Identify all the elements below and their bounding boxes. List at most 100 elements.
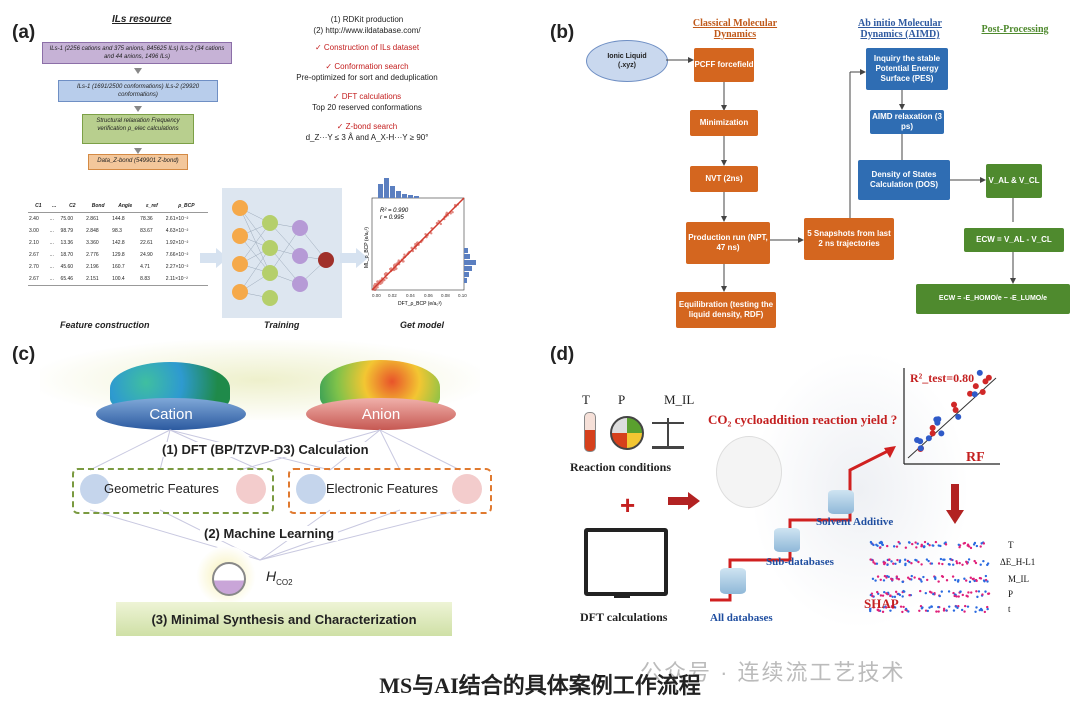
shap-point [922,575,925,579]
step-text: ✓ DFT calculations [332,92,402,101]
shap-feature-label: T [1008,540,1014,550]
post-step-ecw1: ECW = V_AL - V_CL [964,228,1064,252]
shap-point [876,575,880,578]
shap-point [885,576,888,579]
shap-point [957,543,960,546]
nn-node [262,265,278,281]
shap-point [891,578,894,582]
table-cell: 7.66×10⁻² [165,252,189,258]
shap-point [947,563,951,566]
condition-p: P [618,392,626,407]
step3-bar: (3) Minimal Synthesis and Characterizati… [116,602,452,636]
hco2-h: H [266,568,277,584]
table-cell: 2.67 [29,276,39,282]
nn-node [262,240,278,256]
table-cell: 2.70 [29,264,39,270]
md-step-pcff: PCFF forcefield [694,48,754,82]
shap-point [978,608,982,612]
shap-point [954,605,958,608]
shap-point [965,560,968,564]
shap-point [983,610,987,614]
step-text: Top 20 reserved conformations [312,103,422,112]
panel-c: (c) Cation Anion (1) DFT (BP/TZVP-D3) Ca… [0,340,520,640]
table-header: C1 [35,203,42,209]
shap-point [889,609,892,612]
shap-point [917,560,920,564]
shap-point [919,589,922,593]
r2-label: R² = 0.990 [380,208,409,214]
x-tick-label: 0.10 [458,293,467,298]
shap-point [958,546,961,549]
aimd-step-dos: Density of States Calculation (DOS) [858,160,950,200]
shap-feature-label: M_IL [1008,574,1029,584]
table-cell: 22.61 [140,240,153,246]
shap-point [944,543,948,546]
nn-node [232,200,248,216]
shap-point [970,591,973,594]
rf-point [938,430,945,437]
shap-point [910,562,913,565]
x-tick-label: 0.00 [372,293,381,298]
x-tick-label: 0.02 [388,293,397,298]
scatter-point [451,211,454,214]
shap-point [876,608,879,612]
shap-point [910,574,913,578]
feature-table: C1 ... C2 Bond Angle ε_ref ρ_BCP 2.40...… [28,200,208,286]
watermark: 公众号 · 连续流工艺技术 [640,660,906,685]
panel-a: (a) ILs resource ILs-1 (2256 cations and… [0,0,520,335]
shap-point [928,606,931,609]
shap-point [908,560,911,564]
step3-label: (3) Minimal Synthesis and Characterizati… [151,611,417,627]
step-text: ✓ Construction of ILs dataset [314,43,420,52]
shap-point [883,590,886,594]
shap-point [986,580,989,583]
steps-list: (1) RDKit production (2) http://www.ilda… [252,14,482,143]
step1-label: (1) DFT (BP/TZVP-D3) Calculation [158,442,373,457]
md-step-nvt: NVT (2ns) [690,166,758,192]
step-text: (2) http://www.ildatabase.com/ [313,26,421,35]
table-cell: ... [49,228,54,234]
gauge-icon [610,416,644,450]
table-cell: 2.196 [86,264,99,270]
shap-point [871,594,874,598]
shap-point [965,594,968,598]
shap-point [872,561,875,564]
shap-point [916,542,919,545]
scatter-point [384,271,388,275]
db-icon-sub [774,528,800,552]
shap-point [872,543,875,547]
nn-node [262,215,278,231]
step-text: (1) RDKit production [330,15,404,24]
db-icon-solvent [828,490,854,514]
shap-point [925,578,929,582]
table-cell: 75.00 [60,216,74,222]
shap-point [907,610,910,613]
shap-point [964,579,968,582]
table-cell: 129.8 [112,252,125,258]
shap-point [891,595,894,598]
rf-point [955,413,962,420]
shap-point [922,545,926,548]
shap-point [921,606,924,609]
shap-point [930,605,934,608]
table-cell: 2.27×10⁻² [165,264,189,270]
nn-node [232,284,248,300]
shap-point [976,595,979,599]
nn-node [232,256,248,272]
question-label: CO₂ cycloaddition reaction yield ? [708,412,898,427]
shap-point [943,558,946,561]
shap-point [898,593,902,597]
shap-point [955,560,958,563]
shap-point [945,579,949,582]
shap-point [975,590,978,593]
col-aimd: Ab initio Molecular Dynamics (AIMD) [858,18,942,40]
electronic-features-box [288,468,492,514]
shap-point [920,545,923,548]
shap-point [940,590,943,593]
shap-point [967,558,971,561]
rf-point [917,445,924,452]
shap-point [986,605,989,609]
panel-d-label: (d) [550,344,575,365]
col-classical-md: Classical Molecular Dynamics [692,18,778,40]
